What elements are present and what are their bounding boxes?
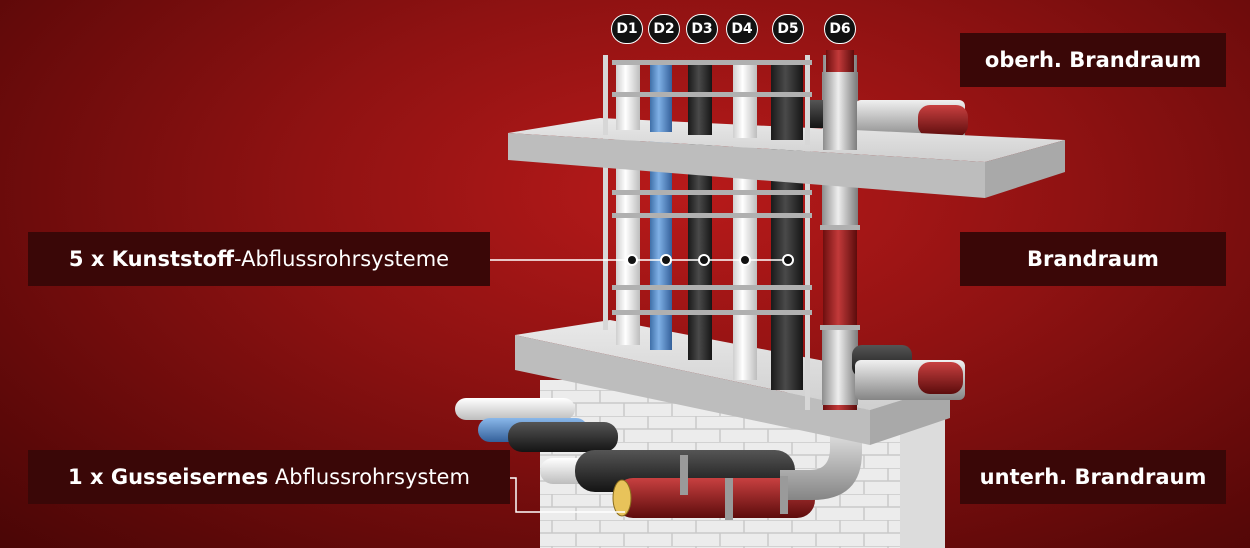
lower-d6-branch xyxy=(852,345,965,400)
pipe-tag-d4: D4 xyxy=(726,14,758,44)
callout-plastic-pipes: 5 x Kunststoff-Abflussrohrsysteme xyxy=(28,232,490,286)
zone-label-lower: unterh. Brandraum xyxy=(960,450,1226,504)
pipe-tag-d2: D2 xyxy=(648,14,680,44)
pipe-tag-d6: D6 xyxy=(824,14,856,44)
pipe-tag-d3: D3 xyxy=(686,14,718,44)
pipes-above-upper-slab xyxy=(603,50,857,150)
lower-horizontal-pipes xyxy=(455,398,862,520)
pipe-tag-d1: D1 xyxy=(611,14,643,44)
callout-dots xyxy=(626,254,794,266)
zone-label-upper: oberh. Brandraum xyxy=(960,33,1226,87)
pipe-tag-d5: D5 xyxy=(772,14,804,44)
zone-label-middle: Brandraum xyxy=(960,232,1226,286)
callout-cast-iron-pipe: 1 x Gusseisernes Abflussrohrsystem xyxy=(28,450,510,504)
